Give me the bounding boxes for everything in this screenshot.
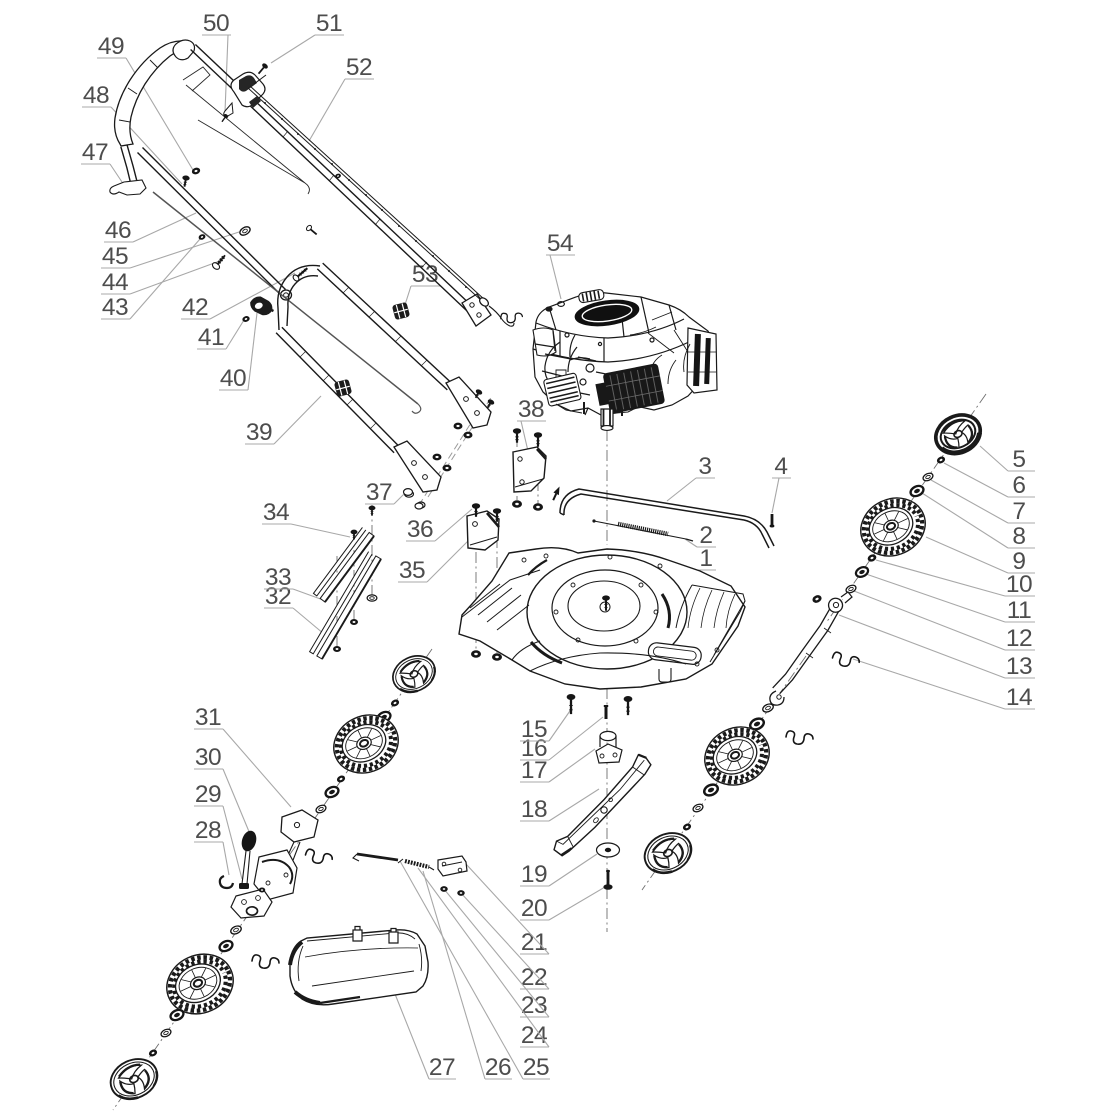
svg-text:3: 3	[698, 453, 711, 480]
svg-text:26: 26	[485, 1054, 511, 1081]
svg-text:33: 33	[265, 564, 291, 591]
svg-text:6: 6	[1012, 472, 1025, 499]
svg-text:19: 19	[521, 861, 547, 888]
svg-text:27: 27	[429, 1054, 455, 1081]
svg-text:31: 31	[195, 704, 221, 731]
svg-text:54: 54	[547, 230, 573, 257]
svg-text:47: 47	[82, 139, 108, 166]
svg-text:50: 50	[203, 10, 229, 37]
svg-text:20: 20	[521, 895, 547, 922]
svg-text:40: 40	[220, 365, 246, 392]
svg-text:28: 28	[195, 817, 221, 844]
svg-text:17: 17	[521, 757, 547, 784]
svg-text:45: 45	[102, 243, 128, 270]
svg-text:43: 43	[102, 294, 128, 321]
svg-text:30: 30	[195, 744, 221, 771]
svg-text:29: 29	[195, 781, 221, 808]
svg-text:32: 32	[265, 583, 291, 610]
svg-text:36: 36	[407, 516, 433, 543]
svg-text:21: 21	[521, 929, 547, 956]
svg-text:42: 42	[182, 294, 208, 321]
svg-text:38: 38	[518, 396, 544, 423]
svg-text:44: 44	[102, 269, 128, 296]
svg-text:4: 4	[774, 453, 787, 480]
svg-text:15: 15	[521, 716, 547, 743]
svg-text:23: 23	[521, 992, 547, 1019]
svg-text:41: 41	[198, 324, 224, 351]
svg-text:1: 1	[699, 545, 712, 572]
svg-text:48: 48	[83, 82, 109, 109]
svg-text:51: 51	[316, 10, 342, 37]
svg-text:10: 10	[1006, 571, 1032, 598]
svg-text:9: 9	[1012, 548, 1025, 575]
svg-text:35: 35	[399, 557, 425, 584]
svg-text:53: 53	[412, 261, 438, 288]
svg-text:14: 14	[1006, 684, 1032, 711]
svg-text:7: 7	[1012, 498, 1025, 525]
svg-text:11: 11	[1007, 597, 1031, 624]
svg-text:34: 34	[263, 499, 289, 526]
svg-text:12: 12	[1006, 625, 1032, 652]
svg-text:22: 22	[521, 964, 547, 991]
svg-text:16: 16	[521, 735, 547, 762]
svg-text:25: 25	[523, 1054, 549, 1081]
svg-text:37: 37	[366, 479, 392, 506]
svg-text:13: 13	[1006, 653, 1032, 680]
svg-text:5: 5	[1012, 446, 1025, 473]
svg-text:18: 18	[521, 796, 547, 823]
svg-text:39: 39	[246, 419, 272, 446]
svg-text:2: 2	[699, 522, 712, 549]
svg-text:46: 46	[105, 217, 131, 244]
svg-text:52: 52	[346, 54, 372, 81]
svg-text:49: 49	[98, 33, 124, 60]
svg-text:8: 8	[1012, 523, 1025, 550]
